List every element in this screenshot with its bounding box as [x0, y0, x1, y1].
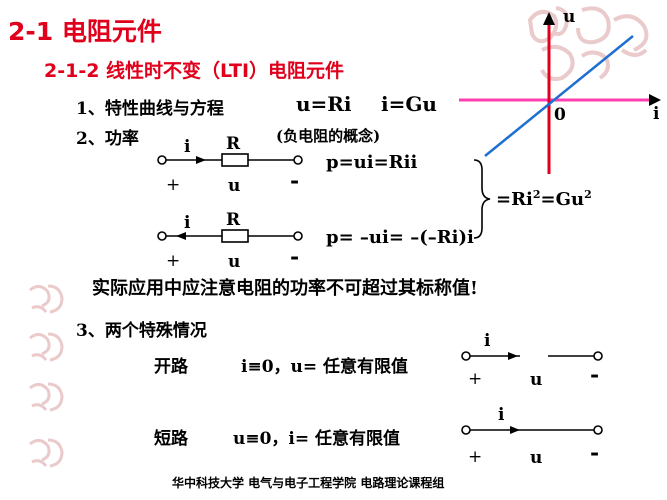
voltage-label: u — [530, 448, 542, 468]
u-axis-arrow-icon — [543, 12, 555, 25]
voltage-label: u — [228, 252, 240, 272]
plus-sign: + — [468, 447, 482, 467]
minus-sign: - — [290, 168, 299, 194]
terminal-right — [293, 231, 303, 241]
open-circuit-condition: i≡0，u= 任意有限值 — [241, 357, 409, 377]
plus-sign: + — [166, 175, 180, 195]
power-result-exp2: 2 — [584, 188, 592, 201]
power-equation-positive: p=ui=Rii — [326, 152, 418, 173]
resistor — [221, 229, 249, 243]
current-arrow-icon — [510, 426, 520, 434]
power-result-mid: =Gu — [540, 189, 585, 210]
current-arrow-icon — [176, 232, 186, 240]
open-circuit-diagram: i + u - — [461, 331, 603, 390]
short-circuit-label: 短路 — [154, 429, 188, 449]
circuit-negative-resistor: i R + u - — [157, 210, 303, 272]
terminal-left — [461, 351, 471, 361]
power-result-prefix: =Ri — [496, 189, 533, 210]
item1-label: 1、特性曲线与方程 — [76, 99, 224, 119]
open-circuit-label: 开路 — [154, 357, 188, 377]
i-axis-label: i — [653, 104, 660, 124]
u-axis-label: u — [563, 8, 575, 27]
short-circuit-condition: u≡0，i= 任意有限值 — [233, 429, 401, 449]
power-result-exp1: 2 — [532, 188, 541, 201]
current-label: i — [498, 405, 505, 425]
equation-u-ri: u=Ri — [296, 92, 352, 116]
terminal-right — [593, 351, 603, 361]
terminal-left — [157, 155, 167, 165]
brace-icon — [473, 159, 491, 239]
resistor — [221, 153, 249, 167]
power-rating-warning: 实际应用中应注意电阻的功率不可超过其标称值! — [92, 278, 478, 299]
minus-sign: - — [290, 244, 299, 270]
plus-sign: + — [166, 251, 180, 271]
footer-institution: 华中科技大学 电气与电子工程学院 电路理论课程组 — [172, 476, 445, 490]
terminal-right — [593, 425, 603, 435]
i-axis-arrow-icon — [649, 94, 661, 106]
negative-resistance-note: (负电阻的概念) — [276, 127, 381, 145]
characteristic-line — [484, 35, 634, 157]
current-label: i — [184, 137, 191, 157]
item2-label: 2、功率 — [76, 129, 139, 149]
short-circuit-diagram: i + u - — [461, 405, 603, 468]
voltage-label: u — [530, 370, 542, 390]
current-arrow-icon — [508, 352, 518, 360]
seal-stamp-left-1 — [29, 284, 64, 314]
seal-stamp-left-2 — [29, 332, 64, 362]
current-label: i — [184, 213, 191, 233]
item3-label: 3、两个特殊情况 — [76, 321, 207, 341]
seal-stamp-left-4 — [29, 438, 64, 468]
terminal-right — [293, 155, 303, 165]
origin-label: 0 — [554, 105, 566, 125]
current-arrow-icon — [196, 156, 206, 164]
slide-title: 2-1 电阻元件 — [8, 17, 162, 46]
circuit-positive-resistor: i R + u - — [157, 134, 303, 196]
characteristic-graph: u i 0 — [459, 8, 661, 174]
plus-sign: + — [468, 369, 482, 389]
minus-sign: - — [590, 362, 599, 388]
power-equation-negative: p= –ui= –(–Ri)i — [326, 227, 474, 248]
equation-i-gu: i=Gu — [381, 92, 437, 116]
resistor-label: R — [226, 210, 241, 230]
slide-subtitle: 2-1-2 线性时不变（LTI）电阻元件 — [44, 60, 345, 82]
terminal-left — [461, 425, 471, 435]
resistor-label: R — [226, 134, 241, 154]
power-result: =Ri2=Gu2 — [496, 188, 592, 210]
terminal-left — [157, 231, 167, 241]
current-label: i — [484, 331, 491, 351]
minus-sign: - — [590, 440, 599, 466]
seal-stamp-left-3 — [29, 382, 64, 412]
voltage-label: u — [228, 176, 240, 196]
